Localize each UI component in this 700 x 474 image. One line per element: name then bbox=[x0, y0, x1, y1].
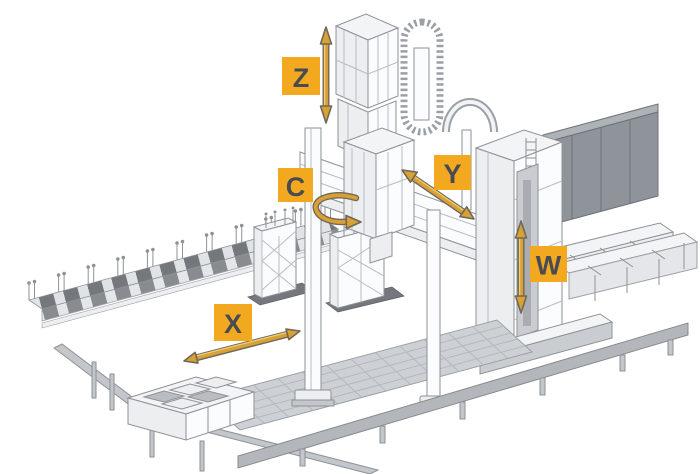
axis-label-c: C bbox=[278, 168, 313, 202]
svg-text:X: X bbox=[224, 309, 242, 339]
svg-text:C: C bbox=[286, 172, 306, 202]
control-cabinet bbox=[126, 376, 256, 441]
svg-text:Y: Y bbox=[443, 159, 461, 189]
axis-label-x: X bbox=[214, 304, 252, 341]
electrical-cabinets bbox=[542, 103, 659, 228]
z-axis-arrow bbox=[319, 26, 333, 124]
bed-rail bbox=[237, 322, 689, 469]
axis-annotations: Z C Y W bbox=[183, 26, 567, 364]
w-axis-arrow bbox=[514, 220, 528, 314]
column-base-front bbox=[479, 321, 613, 375]
x-axis-arrow bbox=[183, 328, 301, 364]
svg-text:Z: Z bbox=[293, 63, 310, 93]
axis-label-y: Y bbox=[434, 155, 471, 190]
axis-label-w: W bbox=[530, 246, 567, 282]
fixture-tower-left bbox=[247, 206, 315, 306]
axis-label-z: Z bbox=[282, 57, 320, 95]
tool-chain-magazine bbox=[400, 18, 444, 136]
fixture-tower-right bbox=[325, 210, 405, 313]
conveyor-post-knobs bbox=[27, 199, 333, 285]
y-axis-arrow bbox=[401, 169, 475, 220]
c-axis-arrow bbox=[312, 192, 362, 230]
svg-text:W: W bbox=[536, 251, 562, 281]
